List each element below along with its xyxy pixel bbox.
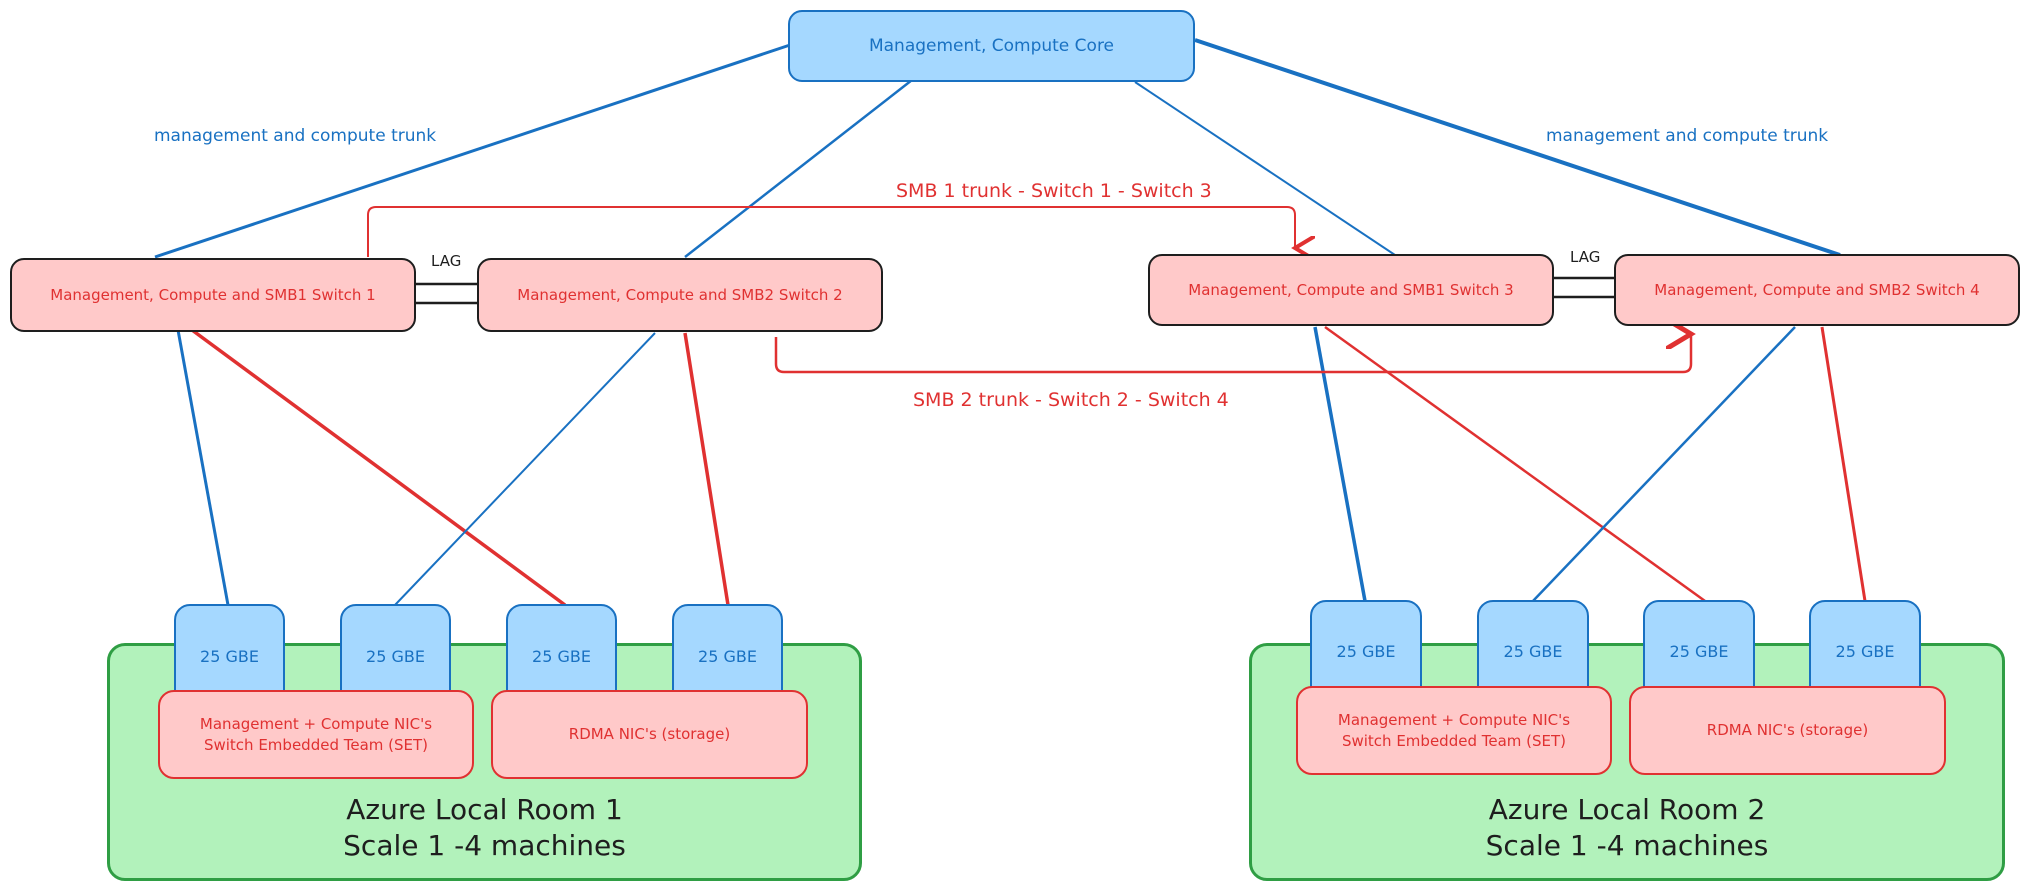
switch-2-label: Management, Compute and SMB2 Switch 2 [517,286,843,304]
room-1-set-nic: Management + Compute NIC's Switch Embedd… [158,690,474,779]
switch-3: Management, Compute and SMB1 Switch 3 [1148,254,1554,326]
switch-4: Management, Compute and SMB2 Switch 4 [1614,254,2020,326]
switch-1: Management, Compute and SMB1 Switch 1 [10,258,416,332]
link-sw2-port4 [683,332,730,606]
lag-label-right: LAG [1570,248,1601,266]
link-core-switch1 [154,43,791,259]
rdma-nic-label: RDMA NIC's (storage) [568,725,731,743]
core-switch-label: Management, Compute Core [868,36,1115,56]
room-2-label: Azure Local Room 2 Scale 1 -4 machines [1485,793,1769,862]
trunk-label-right: management and compute trunk [1546,126,1829,146]
lag-label-left: LAG [431,252,462,270]
smb2-trunk-arrow [774,334,1691,374]
port-label: 25 GBE [532,646,591,666]
port-label: 25 GBE [698,646,757,666]
core-switch: Management, Compute Core [788,10,1195,82]
link-sw1-port1 [176,329,230,606]
link-sw3-port1 [1313,326,1367,602]
room-1-rdma-nic: RDMA NIC's (storage) [491,690,808,779]
link-sw4-port4 [1820,326,1867,602]
port-label: 25 GBE [200,646,259,666]
port-label: 25 GBE [1669,642,1729,661]
smb2-trunk-label: SMB 2 trunk - Switch 2 - Switch 4 [913,389,1229,411]
switch-2: Management, Compute and SMB2 Switch 2 [477,258,883,332]
set-nic-label: Management + Compute NIC's Switch Embedd… [199,714,433,754]
link-core-switch2 [684,79,913,258]
link-sw3-port3 [1324,325,1706,603]
switch-1-label: Management, Compute and SMB1 Switch 1 [50,286,376,304]
set-nic-label: Management + Compute NIC's Switch Embedd… [1337,710,1571,750]
room-2-rdma-nic: RDMA NIC's (storage) [1629,686,1946,775]
rdma-nic-label: RDMA NIC's (storage) [1706,721,1869,739]
link-sw1-port3 [190,328,567,607]
room-2-set-nic: Management + Compute NIC's Switch Embedd… [1296,686,1612,775]
link-sw2-port2 [394,332,656,606]
switch-3-label: Management, Compute and SMB1 Switch 3 [1188,281,1514,299]
room-2-port-1: 25 GBE [1310,600,1422,703]
link-core-switch3 [1134,81,1396,256]
room-2-port-2: 25 GBE [1477,600,1589,703]
port-label: 25 GBE [366,646,425,666]
port-label: 25 GBE [1503,642,1563,661]
smb1-trunk-label: SMB 1 trunk - Switch 1 - Switch 3 [896,180,1212,202]
room-1-label: Azure Local Room 1 Scale 1 -4 machines [343,793,626,862]
link-sw4-port2 [1532,326,1796,602]
link-core-switch4 [1194,38,1841,257]
smb1-trunk-arrow [367,206,1295,257]
port-label: 25 GBE [1336,642,1396,661]
switch-4-label: Management, Compute and SMB2 Switch 4 [1654,281,1980,299]
trunk-label-left: management and compute trunk [154,126,437,146]
port-label: 25 GBE [1835,642,1895,661]
